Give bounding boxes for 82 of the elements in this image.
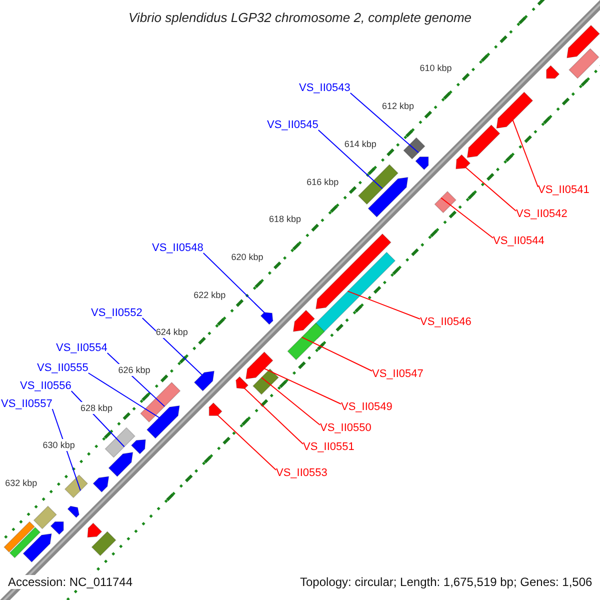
footer-text: Accession: NC_011744: [6, 575, 135, 589]
gene-feature: [236, 376, 249, 390]
gene-label: VS_II0547: [372, 368, 424, 380]
gene-feature: [208, 402, 222, 416]
gene-block: [64, 474, 88, 498]
gene-label: VS_II0544: [493, 235, 544, 247]
gene-feature: [146, 405, 180, 439]
gene-feature: [315, 233, 392, 310]
scale-label: 632 kbp: [5, 477, 38, 490]
scale-label: 620 kbp: [231, 250, 264, 263]
gene-feature: [292, 310, 316, 332]
gene-feature: [92, 476, 110, 493]
gene-feature: [245, 351, 274, 380]
scale-label: 628 kbp: [80, 402, 113, 414]
scale-label: 612 kbp: [382, 100, 414, 112]
gene-feature: [22, 533, 52, 563]
gene-label: VS_II0548: [152, 242, 204, 254]
scale-label: 618 kbp: [268, 213, 301, 226]
leader-line: [318, 130, 383, 190]
gene-feature: [260, 312, 274, 325]
scale-label: 630 kbp: [42, 439, 75, 452]
gene-feature: [130, 439, 146, 454]
gene-feature: [456, 154, 471, 170]
gene-block: [568, 48, 600, 79]
gene-label: VS_II0552: [91, 307, 142, 319]
gene-label: VS_II0546: [420, 316, 472, 328]
leader-line: [347, 290, 420, 320]
gene-label: VS_II0557: [1, 398, 52, 410]
gene-feature: [546, 65, 560, 79]
gene-label: VS_II0545: [267, 119, 318, 131]
gene-block: [4, 521, 36, 553]
scale-label: 622 kbp: [194, 288, 226, 301]
gene-label: VS_II0555: [37, 362, 88, 374]
gene-feature: [194, 370, 215, 392]
gene-feature: [368, 176, 408, 218]
gene-label: VS_II0551: [303, 441, 354, 453]
leader-line: [252, 362, 342, 404]
gene-label: VS_II0550: [320, 422, 372, 434]
gene-feature: [466, 124, 500, 158]
footer-text: Topology: circular; Length: 1,675,519 bp; Genes: 1,506: [298, 575, 594, 589]
leader-line: [208, 406, 276, 470]
gene-block: [358, 164, 399, 205]
leader-line: [301, 336, 372, 372]
leader-line: [456, 159, 516, 212]
gene-block: [403, 137, 426, 160]
gene-label: VS_II0556: [20, 380, 72, 392]
leader-line: [261, 376, 320, 426]
leader-line: [508, 108, 538, 188]
gene-block: [104, 427, 136, 458]
gene-label: VS_II0554: [56, 342, 108, 354]
gene-feature: [87, 522, 102, 538]
gene-label: VS_II0542: [516, 208, 568, 220]
title: Vibrio splendidus LGP32 chromosome 2, complete genome: [128, 10, 472, 26]
gene-block: [287, 322, 325, 360]
leader-line: [52, 408, 81, 492]
leader-line: [440, 197, 494, 238]
gene-block: [33, 506, 57, 530]
gene-feature: [50, 521, 64, 535]
scale-label: 624 kbp: [156, 326, 188, 338]
leader-line: [236, 380, 304, 444]
gene-block: [9, 526, 41, 558]
leader-line: [202, 252, 274, 322]
gene-block: [434, 190, 456, 214]
leader-line: [88, 372, 170, 425]
gene-feature: [67, 506, 80, 518]
gene-label: VS_II0543: [299, 82, 350, 94]
scale-label: 626 kbp: [118, 364, 150, 376]
scale-label: 616 kbp: [306, 176, 339, 188]
gene-label: VS_II0549: [341, 401, 392, 413]
gene-feature: [566, 24, 600, 58]
scale-label: 610 kbp: [420, 62, 452, 74]
gene-label: VS_II0553: [276, 467, 328, 479]
gene-block: [91, 531, 116, 556]
scale-label: 614 kbp: [344, 138, 376, 150]
leader-line: [142, 318, 212, 384]
gene-feature: [415, 156, 429, 170]
gene-block: [252, 368, 280, 395]
gene-feature: [108, 452, 134, 478]
gene-block: [140, 382, 181, 423]
leader-line: [350, 92, 419, 154]
gene-label: VS_II0541: [538, 184, 590, 196]
gene-feature: [496, 92, 534, 129]
